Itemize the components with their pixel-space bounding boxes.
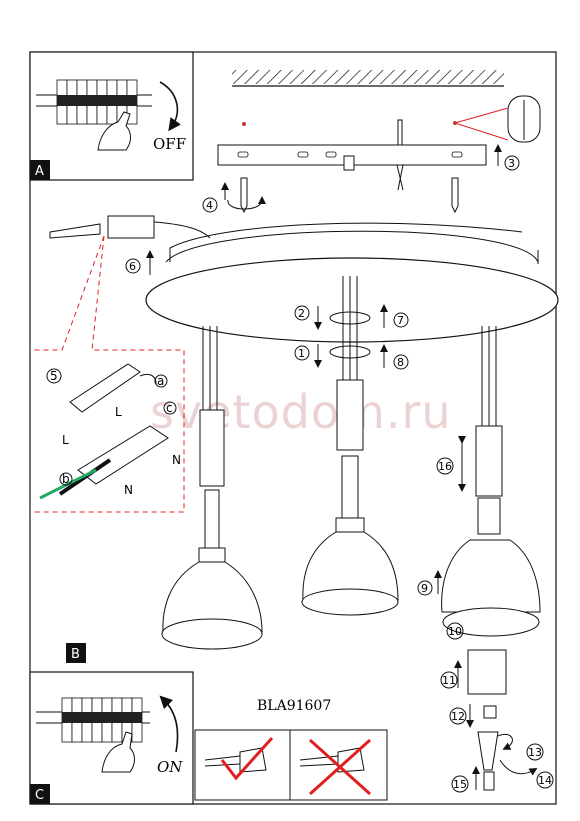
- marker-a: a: [157, 374, 164, 388]
- step-label-2: 2: [298, 307, 305, 320]
- marker-b: b: [62, 472, 70, 486]
- bulb-icon: [477, 731, 499, 771]
- screw-icon: [451, 177, 459, 214]
- step-label-12: 12: [451, 710, 465, 723]
- step-label-14: 14: [538, 774, 552, 787]
- wire-l-label-2: L: [115, 405, 122, 419]
- panel-b-tag: B: [71, 647, 80, 662]
- panel-c: ON C: [29, 671, 194, 805]
- step-label-9: 9: [421, 582, 428, 595]
- step-label-16: 16: [438, 460, 452, 473]
- step-label-15: 15: [453, 778, 467, 791]
- switch-off-label: OFF: [153, 135, 186, 153]
- pendant-center: [301, 276, 399, 616]
- step-label-6: 6: [129, 260, 136, 273]
- wire-l-label: L: [62, 433, 69, 447]
- switch-panel-icon: [36, 697, 150, 743]
- step-label-8: 8: [397, 356, 404, 369]
- step-label-10: 10: [448, 625, 462, 638]
- step-label-1: 1: [298, 347, 305, 360]
- watermark: svetodom.ru: [150, 385, 452, 439]
- rotate-arrow-icon: [159, 695, 179, 753]
- wire-n-label: N: [172, 453, 181, 467]
- hand-icon: [97, 111, 131, 151]
- panel-b-tag-box: [66, 643, 86, 663]
- wire-n-label-2: N: [124, 483, 133, 497]
- step-label-7: 7: [397, 314, 404, 327]
- wiring-panel: 5 a c b L L N N: [39, 363, 181, 500]
- panel-c-tag: C: [35, 788, 44, 803]
- switch-on-label: ON: [157, 758, 183, 776]
- terminal-block-icon: [77, 425, 169, 485]
- page-border: [29, 51, 557, 805]
- step-label-13: 13: [528, 746, 542, 759]
- rotate-arrow-icon: [159, 81, 181, 132]
- step-label-4: 4: [206, 199, 213, 212]
- screw-icon: [240, 177, 248, 214]
- switch-panel-icon: [36, 79, 152, 125]
- wire-strip-wrong: [289, 729, 388, 801]
- junction-box-icon: [49, 215, 211, 239]
- check-icon: [220, 736, 274, 781]
- marker-c: c: [166, 401, 173, 415]
- terminal-cover: [69, 363, 141, 413]
- model-number: BLA91607: [257, 698, 331, 714]
- pendant-right: [434, 326, 541, 791]
- wire-strip-correct: [194, 729, 291, 801]
- lamp-shade-icon: [441, 539, 541, 613]
- panel-a: OFF A: [29, 51, 194, 181]
- panel-a-tag: A: [35, 164, 44, 179]
- ceiling: [232, 70, 504, 84]
- hand-icon: [101, 731, 135, 773]
- wall-plug-icon: [454, 95, 541, 143]
- step-label-3: 3: [508, 157, 515, 170]
- wiring-step-label: 5: [50, 369, 58, 383]
- pendant-left: [161, 326, 263, 650]
- cross-icon: [308, 738, 372, 796]
- canopy: [145, 257, 559, 343]
- step-label-11: 11: [442, 674, 456, 687]
